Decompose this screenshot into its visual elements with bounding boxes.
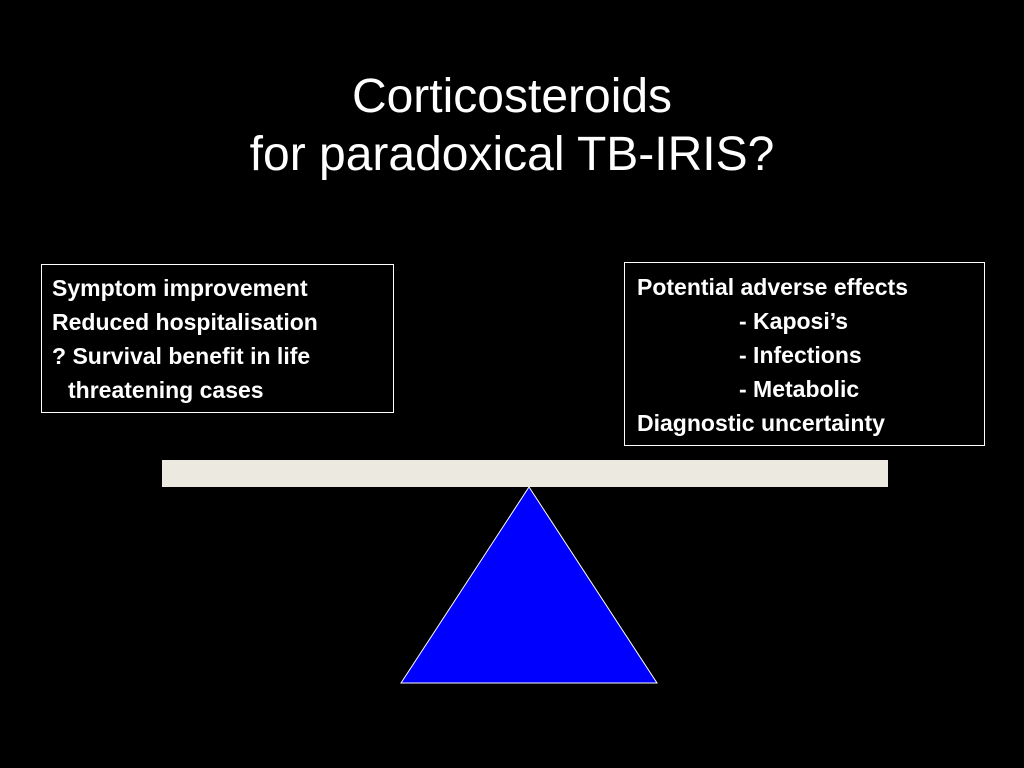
slide-title: Corticosteroids for paradoxical TB-IRIS?: [0, 68, 1024, 184]
risks-heading: Potential adverse effects: [637, 274, 909, 300]
benefit-item: ? Survival benefit in life: [52, 343, 311, 369]
fulcrum-triangle: [400, 486, 658, 684]
benefit-item: Symptom improvement: [52, 275, 308, 301]
risk-sub-item: - Kaposi’s: [739, 308, 849, 334]
risks-footer: Diagnostic uncertainty: [637, 410, 885, 436]
risk-sub-item: - Infections: [739, 342, 862, 368]
benefit-item-continuation: threatening cases: [68, 377, 264, 403]
title-line-2: for paradoxical TB-IRIS?: [249, 128, 775, 181]
balance-beam: [162, 460, 888, 487]
risks-box: Potential adverse effects - Kaposi’s - I…: [624, 262, 985, 446]
risk-sub-item: - Metabolic: [739, 376, 860, 402]
benefits-box: Symptom improvement Reduced hospitalisat…: [41, 264, 394, 413]
fulcrum-shape: [400, 486, 658, 684]
benefit-item: Reduced hospitalisation: [52, 309, 318, 335]
title-line-1: Corticosteroids: [351, 70, 673, 123]
